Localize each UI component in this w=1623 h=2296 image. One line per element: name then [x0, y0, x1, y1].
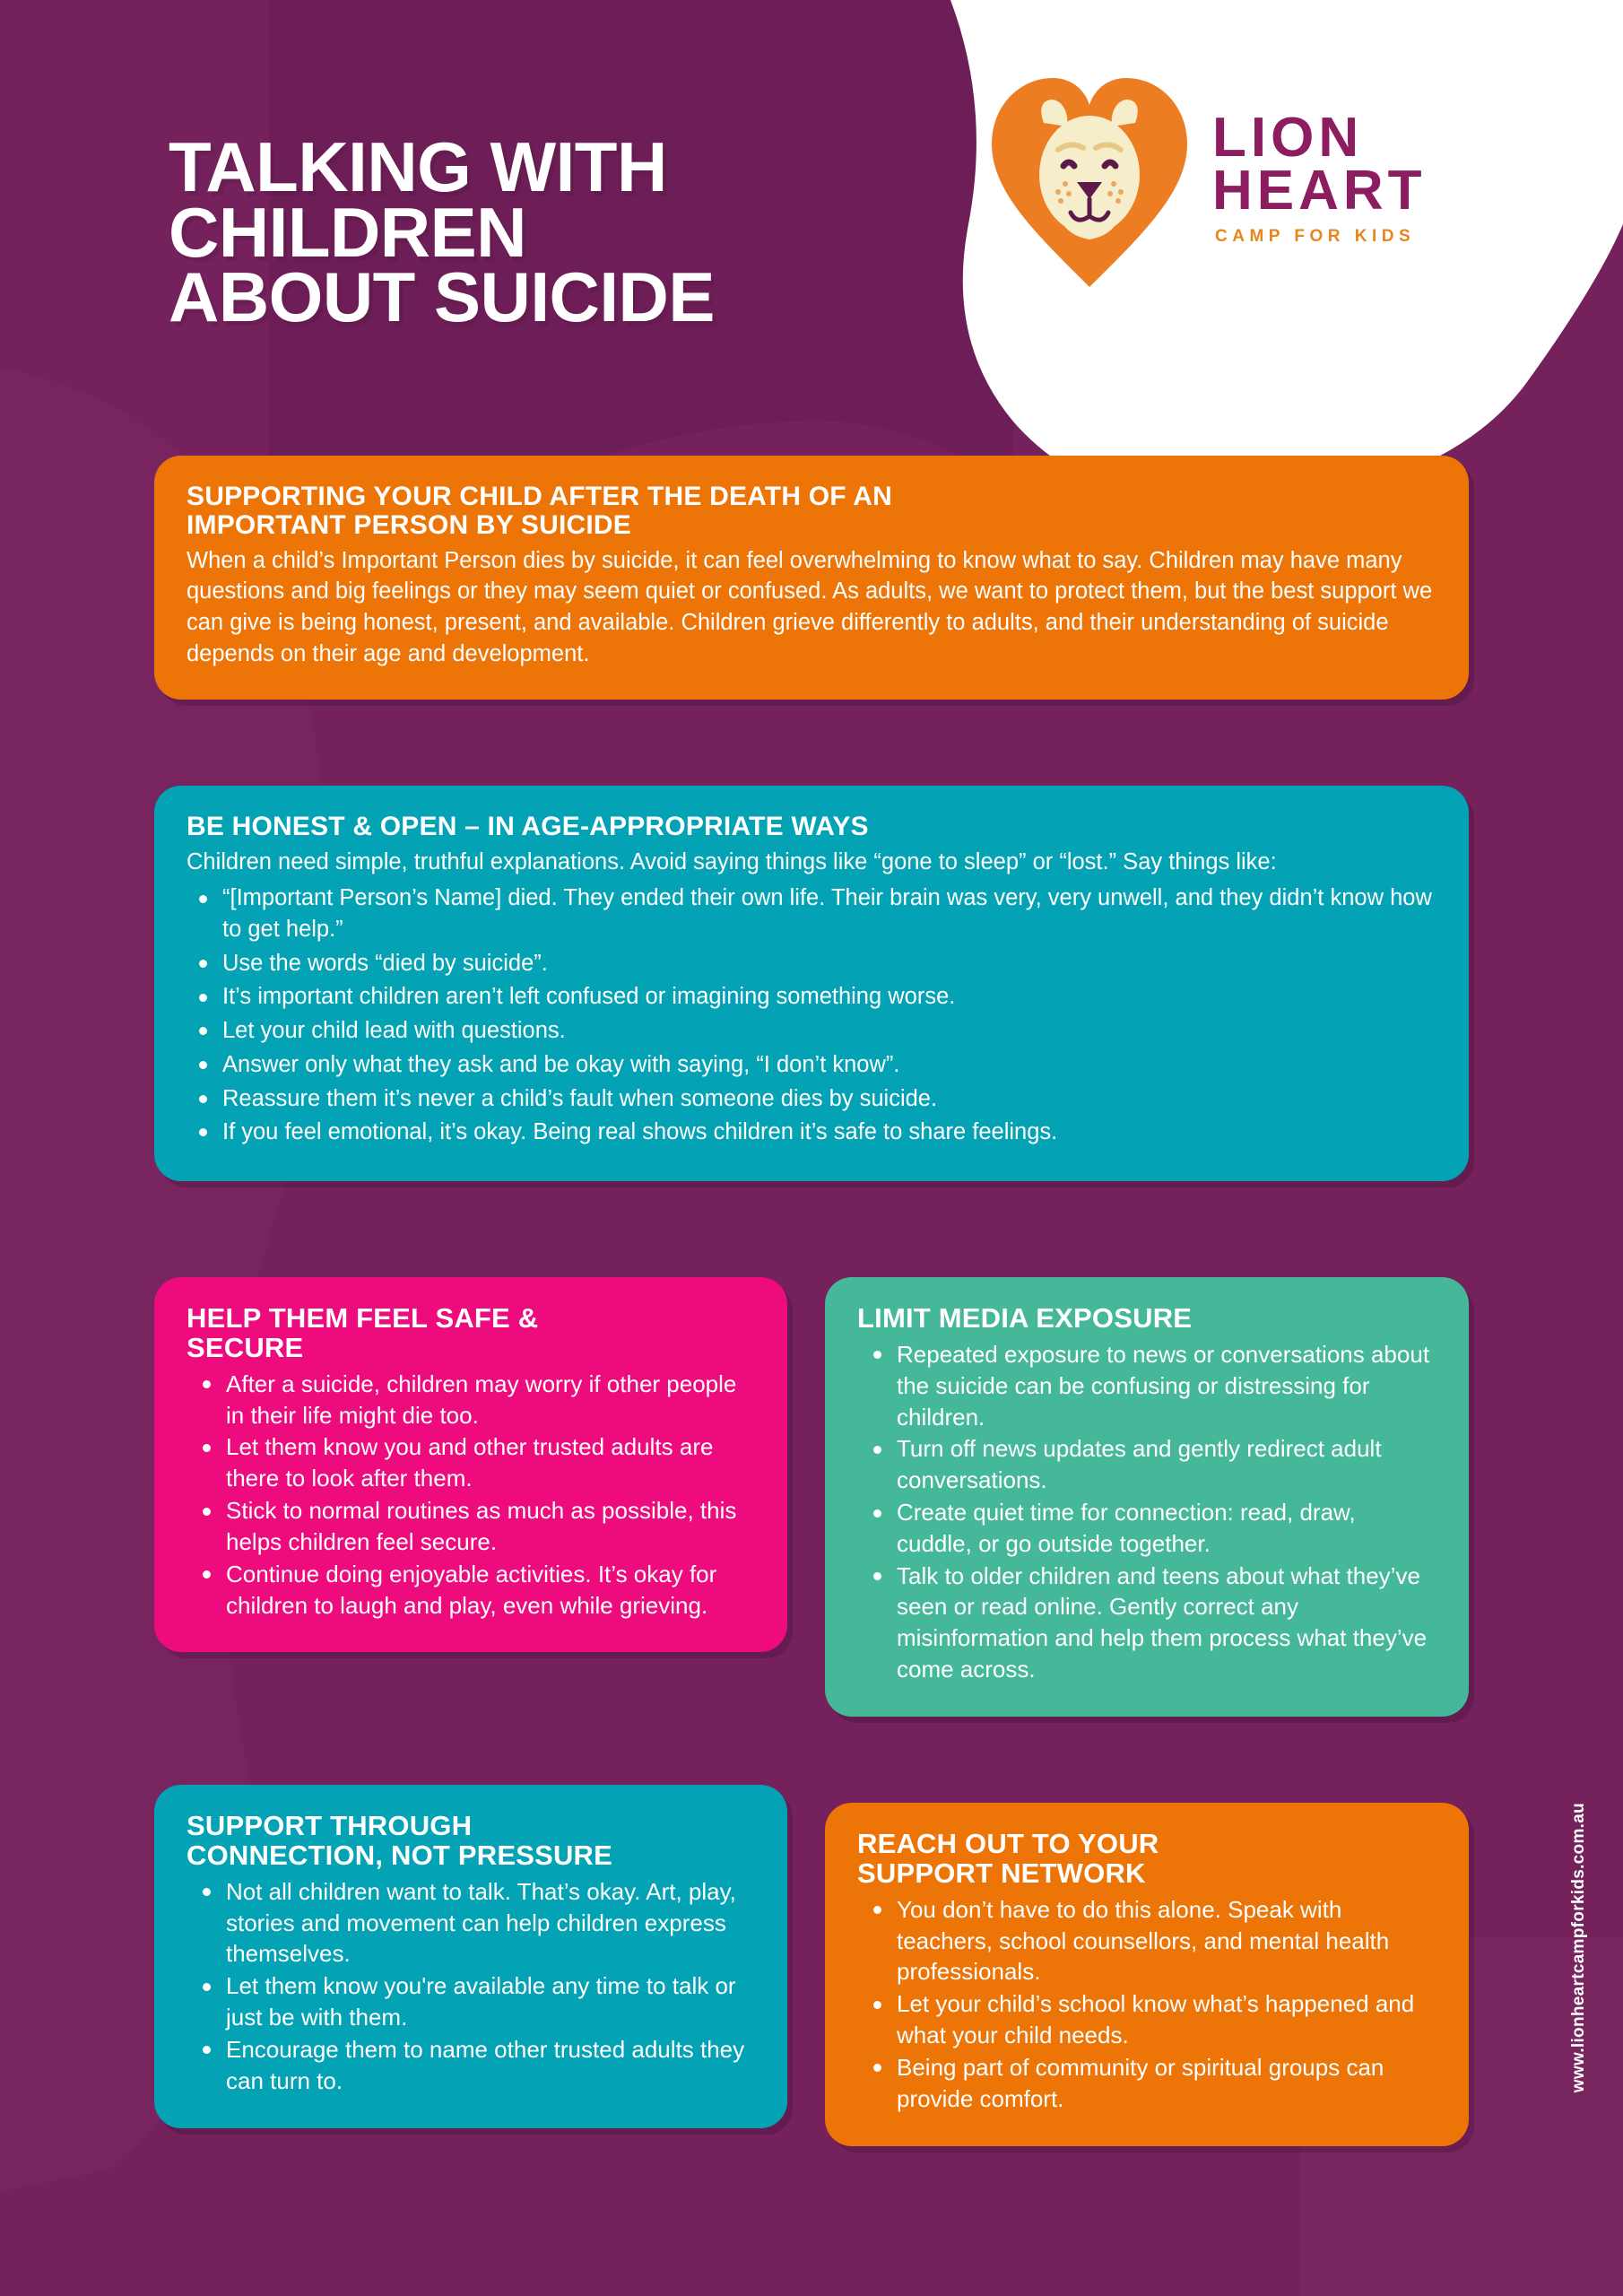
list-item-text: Repeated exposure to news or conversatio…: [897, 1340, 1430, 1431]
list-item-text: Continue doing enjoyable activities. It’…: [226, 1560, 717, 1619]
card-be-honest-and-open: BE HONEST & OPEN – IN AGE-APPROPRIATE WA…: [154, 786, 1469, 1181]
list-item: It’s important children aren’t left conf…: [187, 981, 1436, 1013]
bullet-icon: [873, 1906, 881, 1915]
list-item: Answer only what they ask and be okay wi…: [187, 1049, 1436, 1081]
list-item: Continue doing enjoyable activities. It’…: [187, 1559, 755, 1622]
list-item: Let your child lead with questions.: [187, 1015, 1436, 1047]
list-item-text: Let your child’s school know what’s happ…: [897, 1990, 1415, 2049]
list-item: Talk to older children and teens about w…: [857, 1561, 1436, 1685]
list-item: Stick to normal routines as much as poss…: [187, 1495, 755, 1558]
list-item-text: Turn off news updates and gently redirec…: [897, 1435, 1382, 1494]
list-item-text: Use the words “died by suicide”.: [222, 950, 548, 976]
bullet-icon: [873, 2000, 881, 2009]
logo-line-2: HEART: [1212, 159, 1427, 222]
list-item-text: Reassure them it’s never a child’s fault…: [222, 1085, 938, 1111]
list-item-text: “[Important Person’s Name] died. They en…: [222, 885, 1432, 943]
website-url[interactable]: www.lionheartcampforkids.com.au: [1569, 1803, 1588, 2093]
card-title: REACH OUT TO YOUR SUPPORT NETWORK: [857, 1828, 1159, 1889]
list-item: Create quiet time for connection: read, …: [857, 1497, 1436, 1560]
lion-heart-icon: [992, 78, 1187, 287]
list-item: Not all children want to talk. That’s ok…: [187, 1876, 755, 1970]
list-item: If you feel emotional, it’s okay. Being …: [187, 1117, 1436, 1148]
list-item: After a suicide, children may worry if o…: [187, 1369, 755, 1431]
card-bullet-list: After a suicide, children may worry if o…: [187, 1369, 755, 1622]
card-limit-media-exposure: LIMIT MEDIA EXPOSURE Repeated exposure t…: [825, 1277, 1469, 1717]
list-item: Reassure them it’s never a child’s fault…: [187, 1083, 1436, 1115]
bullet-icon: [199, 993, 207, 1002]
list-item: Let them know you and other trusted adul…: [187, 1431, 755, 1494]
list-item: Repeated exposure to news or conversatio…: [857, 1339, 1436, 1432]
bullet-icon: [199, 894, 207, 903]
logo-wordmark: LION HEART CAMP FOR KIDS: [1212, 107, 1427, 247]
card-bullet-list: Repeated exposure to news or conversatio…: [857, 1339, 1436, 1685]
list-item-text: You don’t have to do this alone. Speak w…: [897, 1895, 1390, 1986]
list-item-text: After a suicide, children may worry if o…: [226, 1370, 737, 1429]
list-item: Turn off news updates and gently redirec…: [857, 1433, 1436, 1496]
bullet-icon: [199, 1061, 207, 1070]
bullet-icon: [203, 1888, 211, 1897]
list-item: Use the words “died by suicide”.: [187, 948, 1436, 979]
list-item-text: Answer only what they ask and be okay wi…: [222, 1051, 900, 1077]
bullet-icon: [873, 1351, 881, 1360]
card-paragraph: When a child’s Important Person dies by …: [187, 547, 1433, 666]
list-item-text: Create quiet time for connection: read, …: [897, 1499, 1356, 1557]
list-item: “[Important Person’s Name] died. They en…: [187, 883, 1436, 944]
bullet-icon: [199, 960, 207, 969]
list-item-text: Let your child lead with questions.: [222, 1018, 566, 1044]
card-supporting-your-child: SUPPORTING YOUR CHILD AFTER THE DEATH OF…: [154, 456, 1469, 700]
logo: LION HEART CAMP FOR KIDS: [986, 67, 1427, 291]
bullet-icon: [199, 1027, 207, 1036]
card-title: BE HONEST & OPEN – IN AGE-APPROPRIATE WA…: [187, 812, 869, 841]
bullet-icon: [873, 2064, 881, 2073]
card-help-them-feel-safe: HELP THEM FEEL SAFE & SECURE After a sui…: [154, 1277, 787, 1653]
list-item-text: Stick to normal routines as much as poss…: [226, 1497, 737, 1555]
card-paragraph: Children need simple, truthful explanati…: [187, 848, 1277, 874]
list-item-text: Being part of community or spiritual gro…: [897, 2053, 1384, 2112]
bullet-icon: [203, 1380, 211, 1389]
bullet-icon: [873, 1509, 881, 1518]
card-bullet-list: “[Important Person’s Name] died. They en…: [187, 883, 1436, 1147]
bullet-icon: [203, 2046, 211, 2055]
bullet-icon: [873, 1572, 881, 1581]
card-reach-out-support-network: REACH OUT TO YOUR SUPPORT NETWORK You do…: [825, 1803, 1469, 2146]
list-item: Let them know you're available any time …: [187, 1970, 755, 2033]
list-item: You don’t have to do this alone. Speak w…: [857, 1894, 1436, 1987]
card-title: LIMIT MEDIA EXPOSURE: [857, 1302, 1193, 1334]
bullet-icon: [203, 1982, 211, 1991]
list-item-text: Encourage them to name other trusted adu…: [226, 2035, 745, 2094]
logo-tagline: CAMP FOR KIDS: [1215, 226, 1416, 246]
card-title: SUPPORT THROUGH CONNECTION, NOT PRESSURE: [187, 1810, 613, 1871]
bullet-icon: [873, 1445, 881, 1454]
card-title: SUPPORTING YOUR CHILD AFTER THE DEATH OF…: [187, 482, 892, 540]
card-title: HELP THEM FEEL SAFE & SECURE: [187, 1302, 539, 1363]
bullet-icon: [203, 1570, 211, 1579]
bullet-icon: [199, 1094, 207, 1103]
bullet-icon: [203, 1443, 211, 1452]
list-item-text: Not all children want to talk. That’s ok…: [226, 1877, 736, 1968]
bullet-icon: [203, 1507, 211, 1516]
logo-line-1: LION: [1212, 107, 1364, 170]
list-item: Encourage them to name other trusted adu…: [187, 2034, 755, 2097]
list-item-text: Talk to older children and teens about w…: [897, 1561, 1428, 1683]
list-item-text: It’s important children aren’t left conf…: [222, 984, 956, 1010]
list-item: Being part of community or spiritual gro…: [857, 2052, 1436, 2115]
card-support-through-connection: SUPPORT THROUGH CONNECTION, NOT PRESSURE…: [154, 1785, 787, 2128]
bullet-icon: [199, 1128, 207, 1137]
card-bullet-list: Not all children want to talk. That’s ok…: [187, 1876, 755, 2097]
list-item-text: If you feel emotional, it’s okay. Being …: [222, 1119, 1058, 1145]
poster-header: TALKING WITH CHILDREN ABOUT SUICIDE: [0, 0, 1623, 422]
list-item-text: Let them know you and other trusted adul…: [226, 1433, 714, 1492]
card-bullet-list: You don’t have to do this alone. Speak w…: [857, 1894, 1436, 2115]
page-title: TALKING WITH CHILDREN ABOUT SUICIDE: [169, 127, 715, 337]
list-item-text: Let them know you're available any time …: [226, 1972, 736, 2031]
list-item: Let your child’s school know what’s happ…: [857, 1988, 1436, 2051]
